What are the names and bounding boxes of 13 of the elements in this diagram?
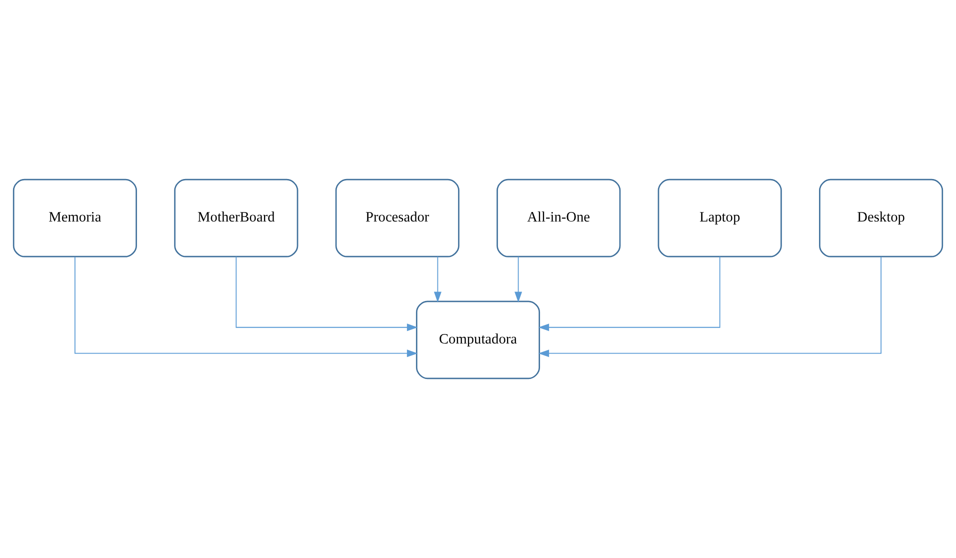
node-box: Memoria xyxy=(12,178,137,258)
node-box: All-in-One xyxy=(496,178,621,258)
node-box: MotherBoard xyxy=(174,178,298,258)
arrow xyxy=(538,256,720,332)
node-box: Desktop xyxy=(819,178,944,258)
node-box: Laptop xyxy=(658,178,782,258)
node-box: Computadora xyxy=(416,300,540,380)
arrow xyxy=(514,256,522,303)
arrow xyxy=(434,256,442,303)
node-box: Procesador xyxy=(335,178,460,258)
arrow xyxy=(538,256,882,358)
arrow xyxy=(236,256,418,332)
arrow xyxy=(74,256,418,358)
